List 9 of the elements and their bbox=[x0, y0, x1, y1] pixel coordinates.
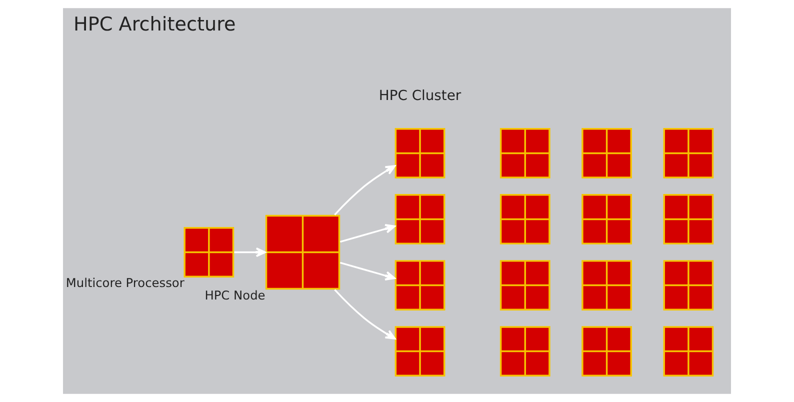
node-label: HPC Node bbox=[204, 288, 266, 302]
arrow bbox=[340, 224, 396, 243]
arrow bbox=[234, 247, 266, 258]
arrow bbox=[334, 289, 396, 340]
label: HPC Cluster bbox=[378, 88, 462, 104]
node-label: Multicore Processor bbox=[66, 276, 184, 290]
arrow bbox=[334, 165, 396, 216]
diagram-title: HPC Architecture bbox=[73, 12, 236, 36]
arrow bbox=[340, 262, 396, 280]
